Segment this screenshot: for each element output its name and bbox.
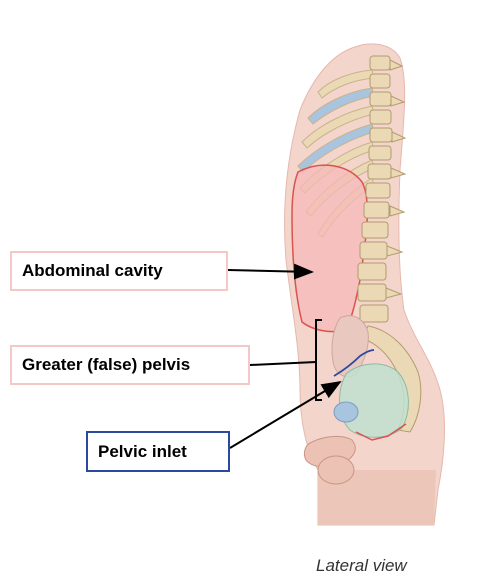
pelvic-cavity-region [339, 363, 409, 438]
abdominal-cavity-arrow [227, 263, 314, 280]
abdominal-cavity-label: Abdominal cavity [10, 251, 228, 291]
spinous-processes [385, 59, 407, 299]
pelvic-inlet-outline [333, 349, 375, 377]
pelvic-inlet-arrow [229, 380, 342, 449]
pubic-symphysis [333, 401, 359, 423]
pelvic-inlet-label-text: Pelvic inlet [98, 441, 187, 461]
pelvic-inlet-label: Pelvic inlet [86, 431, 230, 472]
external-genitalia [303, 435, 356, 485]
greater-pelvis-leader [249, 361, 317, 366]
greater-pelvis-bracket [315, 319, 322, 401]
pelvic-floor-line [355, 423, 407, 441]
view-caption: Lateral view [316, 556, 407, 575]
thigh [318, 470, 436, 525]
abdominal-cavity-label-text: Abdominal cavity [22, 261, 163, 280]
greater-pelvis-label: Greater (false) pelvis [10, 345, 250, 385]
vertebral-column [357, 55, 393, 323]
greater-pelvis-label-text: Greater (false) pelvis [22, 355, 191, 374]
